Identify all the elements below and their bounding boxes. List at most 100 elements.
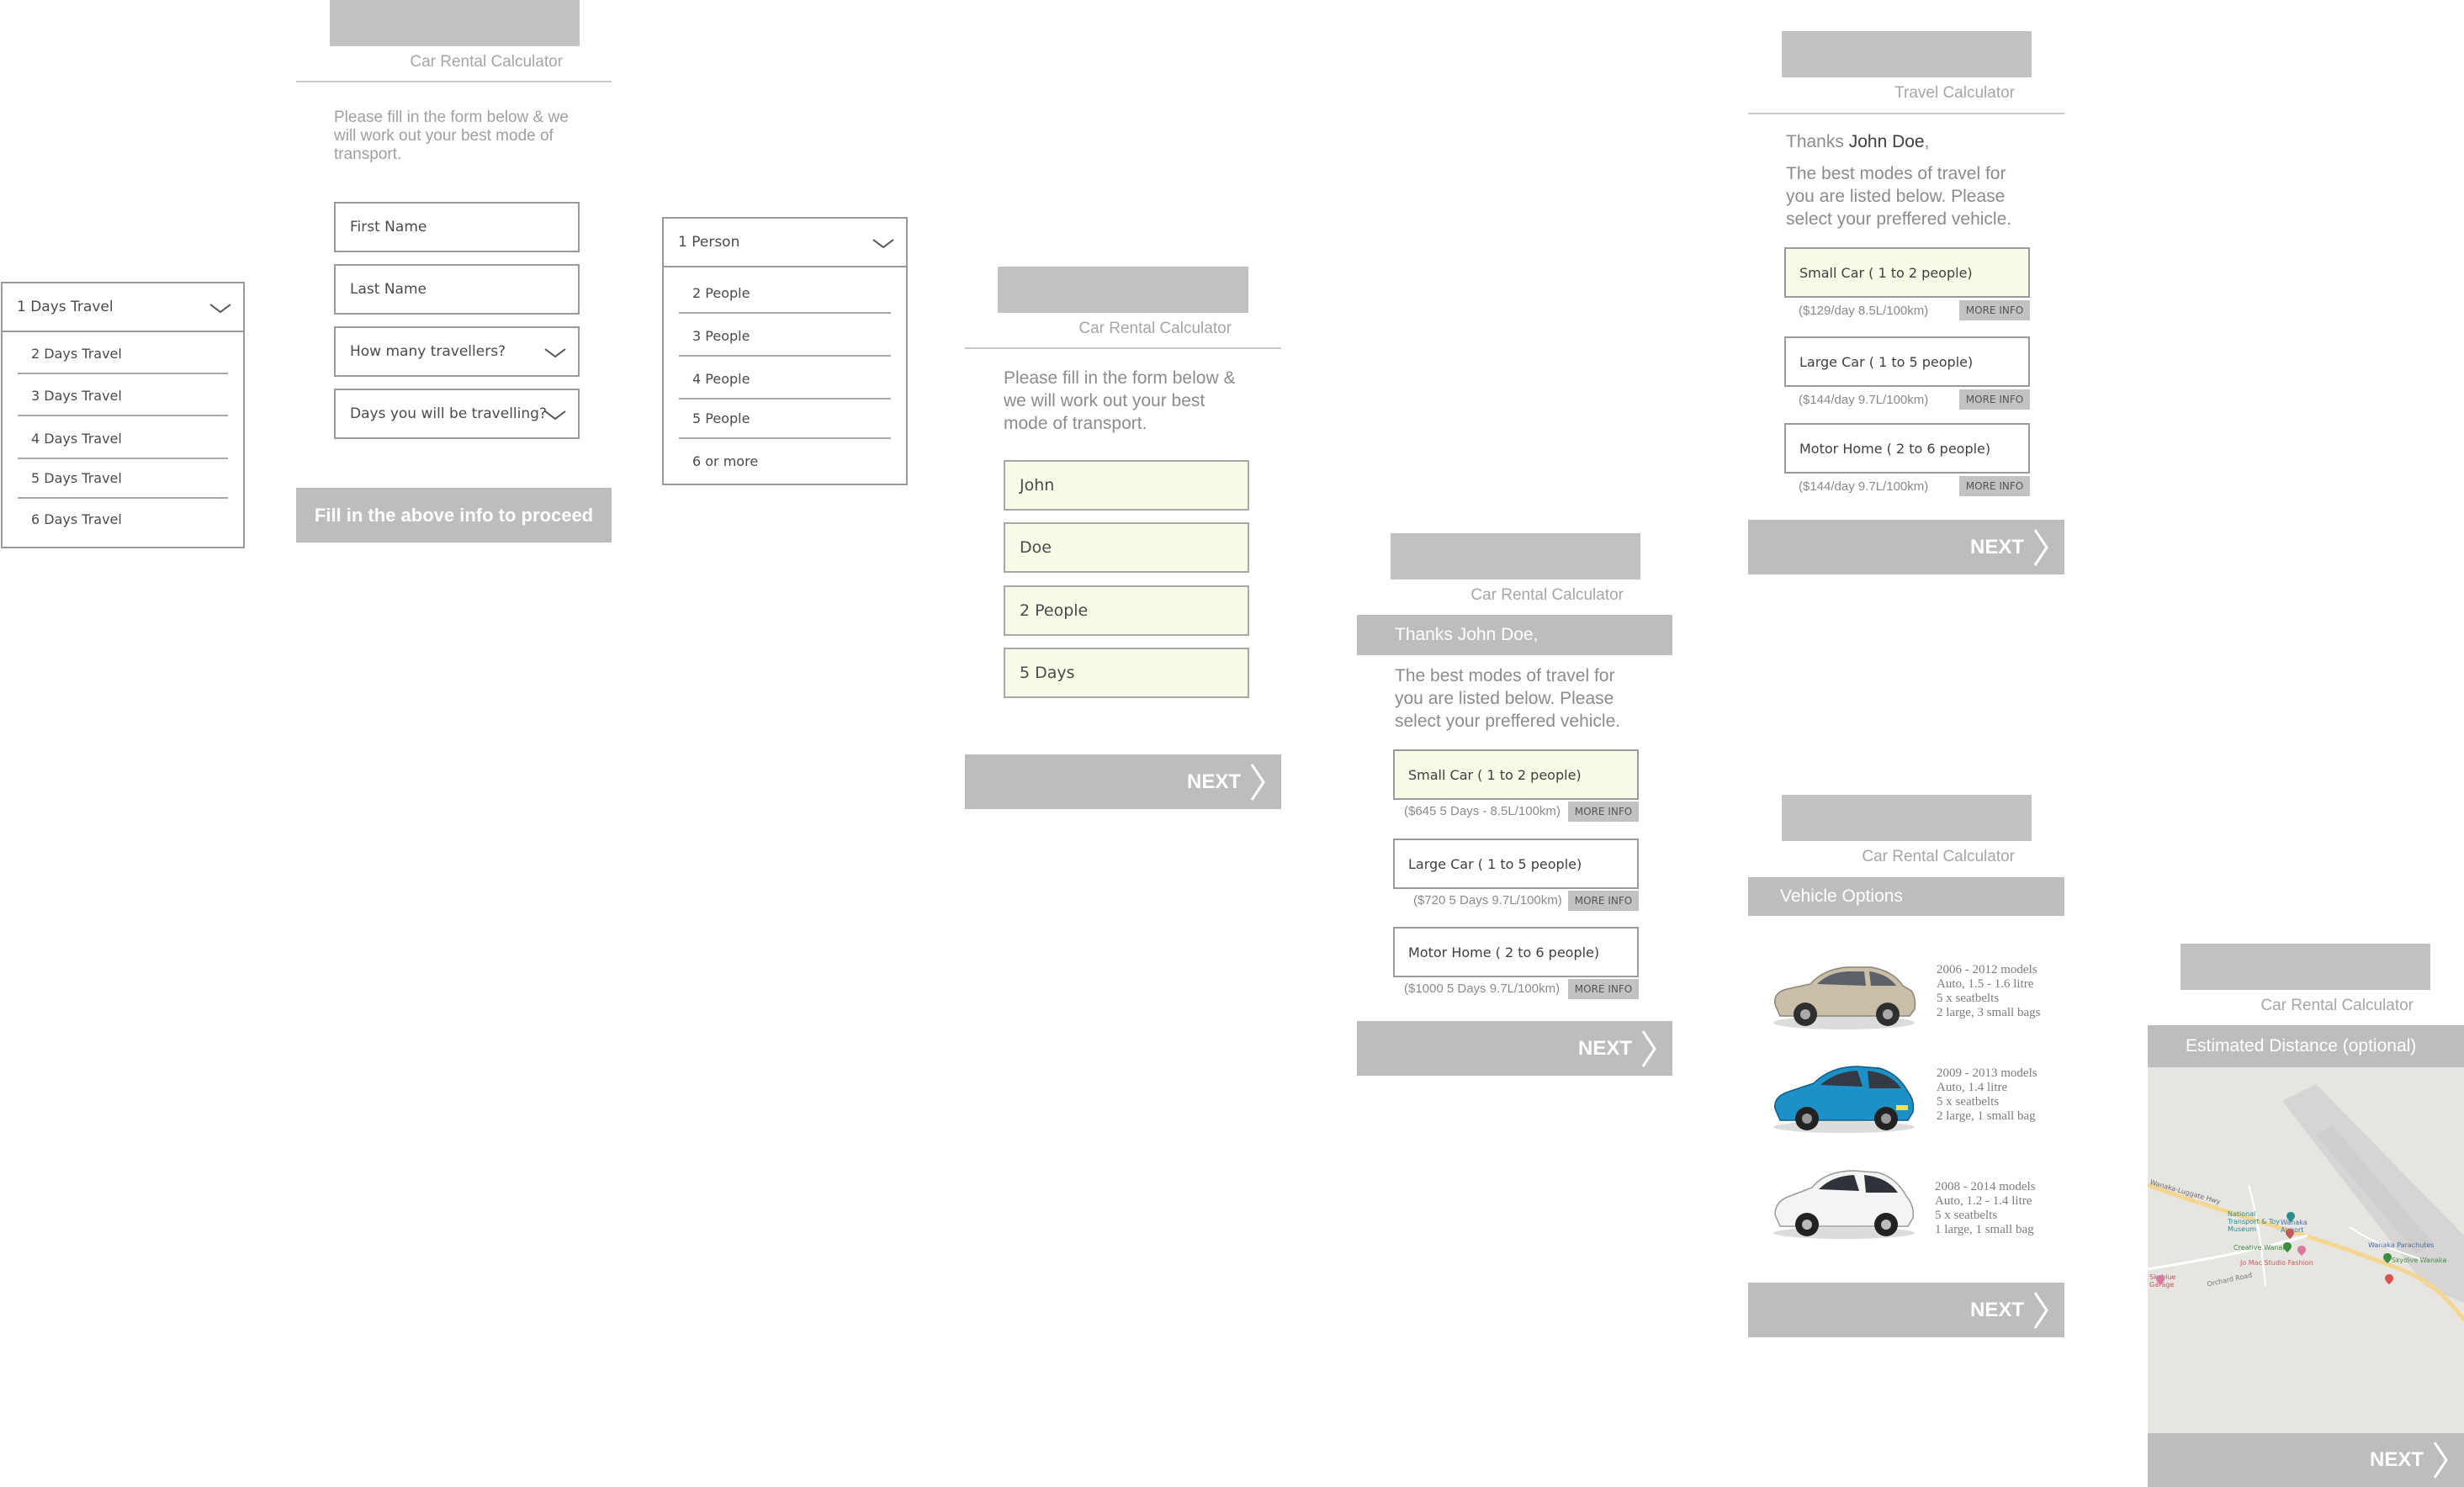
logo-placeholder — [330, 0, 580, 46]
days-option-4[interactable]: 4 Days Travel — [18, 419, 228, 459]
next-button[interactable]: NEXT — [1357, 1021, 1672, 1076]
days-option-2[interactable]: 2 Days Travel — [18, 334, 228, 374]
brand-name: Car Rental Calculator — [410, 53, 563, 71]
greeting-user-name: John Doe — [1848, 132, 1925, 151]
map-label-museum: National Transport & Toy Museum — [2228, 1210, 2281, 1233]
days-dropdown[interactable]: 1 Days Travel 2 Days Travel 3 Days Trave… — [1, 282, 245, 548]
logo-placeholder — [1782, 795, 2032, 841]
people-option-2[interactable]: 2 People — [679, 273, 891, 314]
greeting-line: Thanks John Doe, — [1786, 132, 1929, 152]
chevron-right-icon — [1250, 763, 1265, 801]
next-button[interactable]: NEXT — [1748, 1283, 2064, 1337]
map-label-left: Skyblue Garage — [2149, 1273, 2175, 1289]
more-info-button[interactable]: MORE INFO — [1568, 802, 1639, 822]
days-option-3[interactable]: 3 Days Travel — [18, 376, 228, 416]
vehicle-options-bar: Vehicle Options — [1748, 877, 2064, 916]
people-dropdown-selected[interactable]: 1 Person — [664, 219, 906, 267]
proceed-button[interactable]: Fill in the above info to proceed — [296, 488, 612, 542]
car-image-compact — [1773, 1170, 1915, 1239]
chevron-right-icon — [2433, 1442, 2448, 1479]
vehicle-option-large-car[interactable]: Large Car ( 1 to 5 people) — [1393, 839, 1639, 889]
brand-name: Car Rental Calculator — [1862, 848, 2015, 865]
distance-map[interactable]: Wanaka-Luggate Hwy National Transport & … — [2148, 1067, 2464, 1433]
days-option-5[interactable]: 5 Days Travel — [18, 458, 228, 499]
vehicle-price: ($129/day 8.5L/100km) — [1799, 304, 1929, 318]
header-divider — [1748, 113, 2064, 114]
vehicle-price: ($645 5 Days - 8.5L/100km) — [1404, 804, 1561, 818]
vehicle-option-small-car[interactable]: Small Car ( 1 to 2 people) — [1393, 749, 1639, 800]
vehicle-option-small-car[interactable]: Small Car ( 1 to 2 people) — [1784, 247, 2030, 298]
vehicle-option-motor-home[interactable]: Motor Home ( 2 to 6 people) — [1393, 927, 1639, 977]
car-spec-seatbelts: 5 x seatbelts — [1937, 1095, 2000, 1109]
car-specs: 2008 - 2014 models Auto, 1.2 - 1.4 litre… — [1935, 1180, 2036, 1237]
map-pin-icon — [2156, 1275, 2165, 1285]
first-name-value: John — [1020, 476, 1055, 495]
people-option-4[interactable]: 4 People — [679, 359, 891, 400]
travellers-value: 2 People — [1020, 601, 1089, 620]
logo-placeholder — [2181, 944, 2430, 990]
more-info-button[interactable]: MORE INFO — [1568, 979, 1639, 999]
next-button-label: NEXT — [1577, 1036, 1632, 1060]
days-value: 5 Days — [1020, 664, 1075, 682]
vehicle-name: Motor Home ( 2 to 6 people) — [1408, 944, 1600, 960]
days-select[interactable]: 5 Days — [1004, 648, 1249, 698]
car-specs: 2009 - 2013 models Auto, 1.4 litre 5 x s… — [1937, 1066, 2037, 1124]
car-image-hatchback — [1773, 1066, 1915, 1133]
header-divider — [965, 347, 1281, 349]
people-option-5[interactable]: 5 People — [679, 399, 891, 439]
next-button-label: NEXT — [1186, 770, 1241, 793]
last-name-field[interactable]: Doe — [1004, 522, 1249, 573]
days-option-6[interactable]: 6 Days Travel — [31, 511, 122, 527]
vehicle-option-motor-home[interactable]: Motor Home ( 2 to 6 people) — [1784, 423, 2030, 474]
brand-name: Travel Calculator — [1894, 84, 2015, 102]
next-button[interactable]: NEXT — [2148, 1433, 2464, 1487]
greeting-text: Thanks John Doe, — [1395, 625, 1539, 644]
vehicle-name: Small Car ( 1 to 2 people) — [1408, 766, 1582, 783]
next-button-label: NEXT — [1969, 535, 2024, 558]
more-info-button[interactable]: MORE INFO — [1959, 389, 2030, 410]
chevron-right-icon — [2033, 528, 2048, 566]
car-spec-engine: Auto, 1.4 litre — [1937, 1081, 2008, 1094]
car-spec-models: 2006 - 2012 models — [1937, 963, 2037, 976]
brand-name: Car Rental Calculator — [1470, 586, 1624, 604]
brand-name: Car Rental Calculator — [2260, 997, 2414, 1014]
map-roads — [2148, 1084, 2464, 1321]
vehicle-options-title: Vehicle Options — [1780, 886, 1903, 906]
first-name-field[interactable]: John — [1004, 460, 1249, 511]
days-select[interactable]: Days you will be travelling? — [334, 389, 580, 439]
people-option-6-or-more[interactable]: 6 or more — [692, 452, 759, 469]
car-specs: 2006 - 2012 models Auto, 1.5 - 1.6 litre… — [1937, 963, 2040, 1020]
more-info-button[interactable]: MORE INFO — [1959, 300, 2030, 320]
last-name-value: Doe — [1020, 538, 1052, 557]
brand-name: Car Rental Calculator — [1078, 320, 1232, 337]
vehicle-name: Small Car ( 1 to 2 people) — [1799, 264, 1973, 281]
people-dropdown-selected-label: 1 Person — [678, 234, 740, 251]
map-pin-icon — [2385, 1274, 2393, 1284]
vehicle-option-large-car[interactable]: Large Car ( 1 to 5 people) — [1784, 336, 2030, 387]
car-spec-models: 2008 - 2014 models — [1935, 1180, 2036, 1193]
next-button[interactable]: NEXT — [965, 754, 1281, 809]
vehicle-price: ($720 5 Days 9.7L/100km) — [1413, 893, 1562, 908]
logo-placeholder — [998, 267, 1248, 313]
travellers-select[interactable]: 2 People — [1004, 585, 1249, 636]
travellers-placeholder: How many travellers? — [350, 343, 506, 360]
days-dropdown-selected[interactable]: 1 Days Travel — [3, 283, 243, 332]
intro-text: Please fill in the form below & we will … — [1004, 368, 1236, 433]
last-name-field[interactable]: Last Name — [334, 264, 580, 315]
map-label-skydive: Skydive Wanaka — [2392, 1257, 2447, 1264]
map-pin-icon — [2286, 1229, 2294, 1239]
first-name-field[interactable]: First Name — [334, 202, 580, 252]
map-pin-icon — [2283, 1242, 2292, 1252]
chevron-down-icon — [544, 410, 566, 421]
next-button[interactable]: NEXT — [1748, 520, 2064, 574]
people-dropdown[interactable]: 1 Person 2 People 3 People 4 People 5 Pe… — [662, 217, 908, 485]
travellers-select[interactable]: How many travellers? — [334, 326, 580, 377]
more-info-button[interactable]: MORE INFO — [1959, 476, 2030, 496]
more-info-button[interactable]: MORE INFO — [1568, 891, 1639, 911]
map-pin-icon — [2286, 1212, 2295, 1222]
map-label-parkinn: Wanaka Parachutes — [2368, 1241, 2435, 1249]
chevron-down-icon — [544, 348, 566, 358]
next-button-label: NEXT — [2369, 1448, 2424, 1471]
car-spec-engine: Auto, 1.2 - 1.4 litre — [1935, 1194, 2032, 1208]
people-option-3[interactable]: 3 People — [679, 316, 891, 357]
